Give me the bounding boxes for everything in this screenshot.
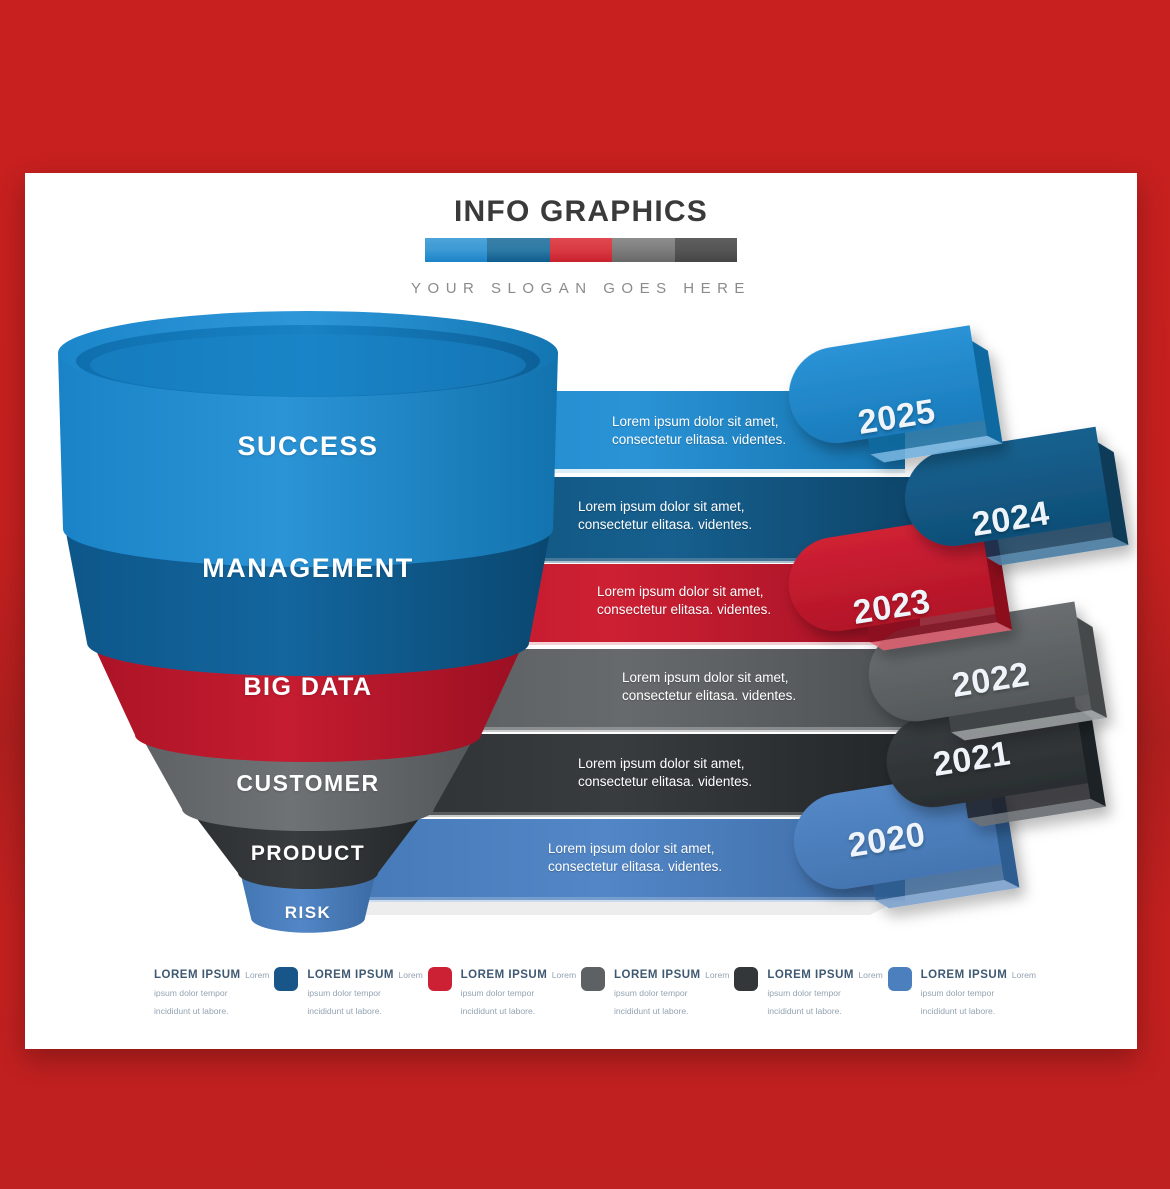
year-label-2022: 2022 [949,655,1033,705]
color-bar-segment-3 [549,238,613,262]
year-tag-2025 [788,325,1003,463]
year-label-2020: 2020 [845,815,929,865]
legend-item-desc: Lorem ipsum dolor tempor incididunt ut l… [154,970,270,1016]
legend-swatch-icon [274,967,299,991]
legend-item-title: LOREM IPSUM [767,969,854,981]
year-label-2021: 2021 [930,734,1014,784]
funnel-layer [25,173,1137,1049]
infographic-card: INFO GRAPHICS YOUR SLOGAN GOES HERE [25,173,1137,1049]
legend-item[interactable]: LOREM IPSUM Lorem ipsum dolor tempor inc… [274,965,427,1019]
color-bar [424,238,738,262]
year-tag-2024 [904,426,1129,566]
slogan: YOUR SLOGAN GOES HERE [411,280,751,297]
year-label-2023: 2023 [850,582,934,632]
legend-item-title: LOREM IPSUM [460,969,548,981]
legend-item-title: LOREM IPSUM [154,969,241,981]
legend-swatch-icon [580,967,605,991]
legend-item[interactable]: LOREM IPSUM Lorem ipsum dolor tempor inc… [121,965,274,1019]
color-bar-segment-2 [487,238,550,262]
legend-swatch-icon [427,967,452,991]
year-label-2025: 2025 [855,392,939,442]
legend-swatch-icon [734,967,759,991]
legend-item-title: LOREM IPSUM [613,969,701,981]
legend-item[interactable]: LOREM IPSUM Lorem ipsum dolor tempor inc… [734,965,887,1019]
funnel-shape [58,311,558,933]
legend-item[interactable]: LOREM IPSUM Lorem ipsum dolor tempor inc… [427,965,581,1019]
year-tag-labels: 2025 2024 2023 2022 2021 2020 [25,173,1137,1049]
color-bar-segment-1 [424,238,488,262]
legend-item-desc: Lorem ipsum dolor tempor incididunt ut l… [460,970,577,1016]
legend-item-desc: Lorem ipsum dolor tempor incididunt ut l… [613,970,730,1016]
funnel-diagram: SUCCESS MANAGEMENT BIG DATA CUSTOMER PRO… [25,173,1137,1049]
legend-item-title: LOREM IPSUM [920,969,1008,981]
header: INFO GRAPHICS YOUR SLOGAN GOES HERE [25,195,1137,297]
legend-item-title: LOREM IPSUM [307,969,394,981]
legend-item-desc: Lorem ipsum dolor tempor incididunt ut l… [920,970,1037,1016]
legend-item-desc: Lorem ipsum dolor tempor incididunt ut l… [767,970,883,1016]
color-bar-segment-4 [612,238,675,262]
legend: LOREM IPSUM Lorem ipsum dolor tempor inc… [25,965,1137,1019]
legend-item[interactable]: LOREM IPSUM Lorem ipsum dolor tempor inc… [887,965,1041,1019]
page-title: INFO GRAPHICS [454,195,708,228]
legend-item-desc: Lorem ipsum dolor tempor incididunt ut l… [307,970,423,1016]
legend-swatch-icon [887,967,912,991]
color-bar-segment-5 [674,238,738,262]
year-label-2024: 2024 [969,494,1053,544]
legend-item[interactable]: LOREM IPSUM Lorem ipsum dolor tempor inc… [580,965,734,1019]
